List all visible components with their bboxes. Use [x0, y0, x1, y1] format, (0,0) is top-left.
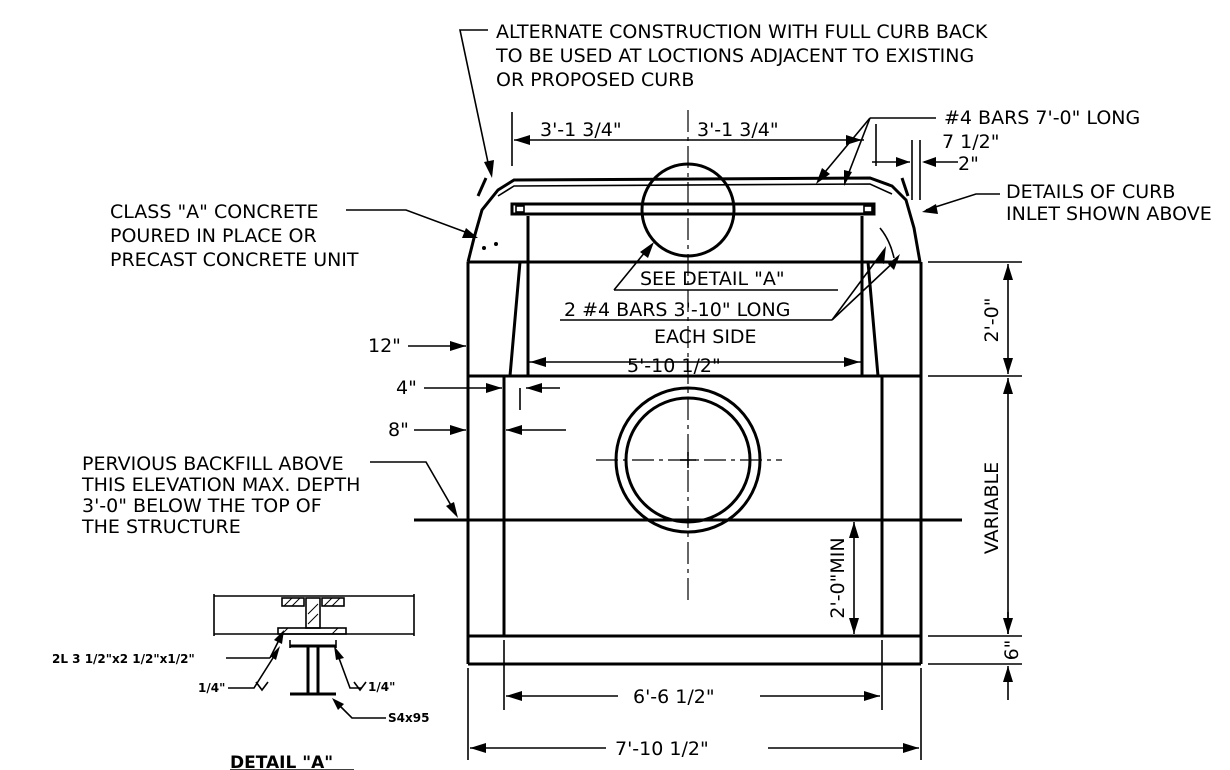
dim-min-2ft: 2'-0"MIN [827, 537, 849, 618]
note-bars-side-line1: 2 #4 BARS 3'-10" LONG [564, 299, 790, 321]
pipe-opening [596, 386, 782, 534]
dim-height-2ft: 2'-0" [981, 298, 1003, 343]
bottom-dimensions [467, 640, 922, 760]
note-concrete-line1: CLASS "A" CONCRETE [110, 201, 318, 223]
dim-wall-8: 8" [388, 419, 409, 441]
bars-long-leader [816, 117, 936, 186]
note-backfill-line3: 3'-0" BELOW THE TOP OF [82, 495, 322, 517]
note-see-detail: SEE DETAIL "A" [640, 268, 785, 290]
detail-a-title: DETAIL "A" [230, 753, 333, 770]
dim-top-right: 3'-1 3/4" [697, 119, 779, 141]
note-curb-details-line1: DETAILS OF CURB [1006, 181, 1175, 203]
detail-a-drawing [213, 594, 415, 719]
note-backfill-line2: THIS ELEVATION MAX. DEPTH [81, 474, 360, 496]
note-bars-long: #4 BARS 7'-0" LONG [944, 107, 1140, 129]
detail-a-beam-label: S4x95 [388, 711, 429, 725]
note-alternate-line3: OR PROPOSED CURB [496, 69, 694, 91]
centerline [640, 110, 736, 600]
dim-inner-width: 5'-10 1/2" [627, 355, 721, 377]
dim-top-left: 3'-1 3/4" [540, 119, 622, 141]
dim-variable: VARIABLE [981, 462, 1003, 554]
detail-a-weld-left: 1/4" [198, 681, 225, 695]
curb-details-leader [922, 193, 1000, 214]
bars-side-leader [560, 246, 900, 321]
dim-curb-7half: 7 1/2" [942, 131, 999, 153]
note-alternate-line1: ALTERNATE CONSTRUCTION WITH FULL CURB BA… [496, 21, 988, 43]
structure-outline [414, 176, 962, 666]
top-dimensions [511, 112, 958, 367]
alternate-construction-leader [459, 29, 494, 178]
detail-a-angle-label: 2L 3 1/2"x2 1/2"x1/2" [52, 652, 195, 666]
dim-base-outer: 7'-10 1/2" [615, 738, 709, 760]
detail-a-callout-circle [640, 162, 736, 258]
wall-dimension-arrows [408, 341, 566, 435]
note-backfill-line1: PERVIOUS BACKFILL ABOVE [82, 453, 344, 475]
dim-slab-6: 6" [1001, 640, 1023, 661]
note-bars-side-line2: EACH SIDE [654, 326, 757, 348]
note-backfill-line4: THE STRUCTURE [81, 516, 241, 538]
backfill-leader [370, 461, 458, 518]
note-concrete-line3: PRECAST CONCRETE UNIT [110, 249, 359, 271]
note-concrete-line2: POURED IN PLACE OR [110, 225, 317, 247]
dim-wall-12: 12" [368, 335, 401, 357]
dim-base-inner: 6'-6 1/2" [633, 686, 715, 708]
note-curb-details-line2: INLET SHOWN ABOVE [1006, 203, 1212, 225]
see-detail-leader [613, 242, 838, 291]
detail-a-weld-right: 1/4" [368, 680, 395, 694]
dim-curb-2: 2" [958, 153, 979, 175]
note-alternate-line2: TO BE USED AT LOCTIONS ADJACENT TO EXIST… [495, 45, 974, 67]
vertical-dimensions [849, 261, 1022, 700]
dim-wall-4: 4" [396, 377, 417, 399]
concrete-leader [346, 209, 478, 238]
